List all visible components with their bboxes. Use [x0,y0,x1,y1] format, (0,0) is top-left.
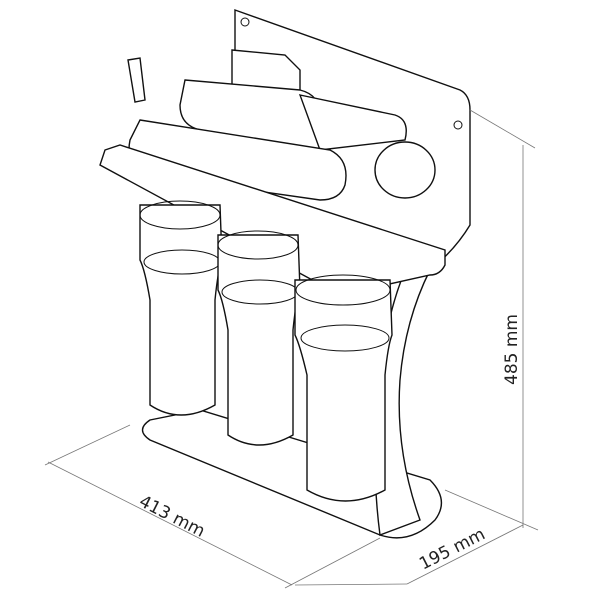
filter-canister-3 [294,274,393,502]
tray [99,144,446,296]
base-plate [141,409,443,539]
height-label: 485 mm [502,314,522,385]
dimension-height [444,109,539,531]
filter-canister-1 [139,200,223,416]
depth-label: 195 mm [416,524,488,574]
mount-hole [453,120,463,130]
dimension-width [44,424,381,589]
membrane-housing [298,94,407,151]
pump-head [374,141,436,199]
mount-hole [240,17,250,27]
dimension-depth [294,524,524,586]
inlet-valve [127,57,146,103]
filter-canister-2 [217,230,301,446]
width-label: 413 mm [136,492,208,542]
